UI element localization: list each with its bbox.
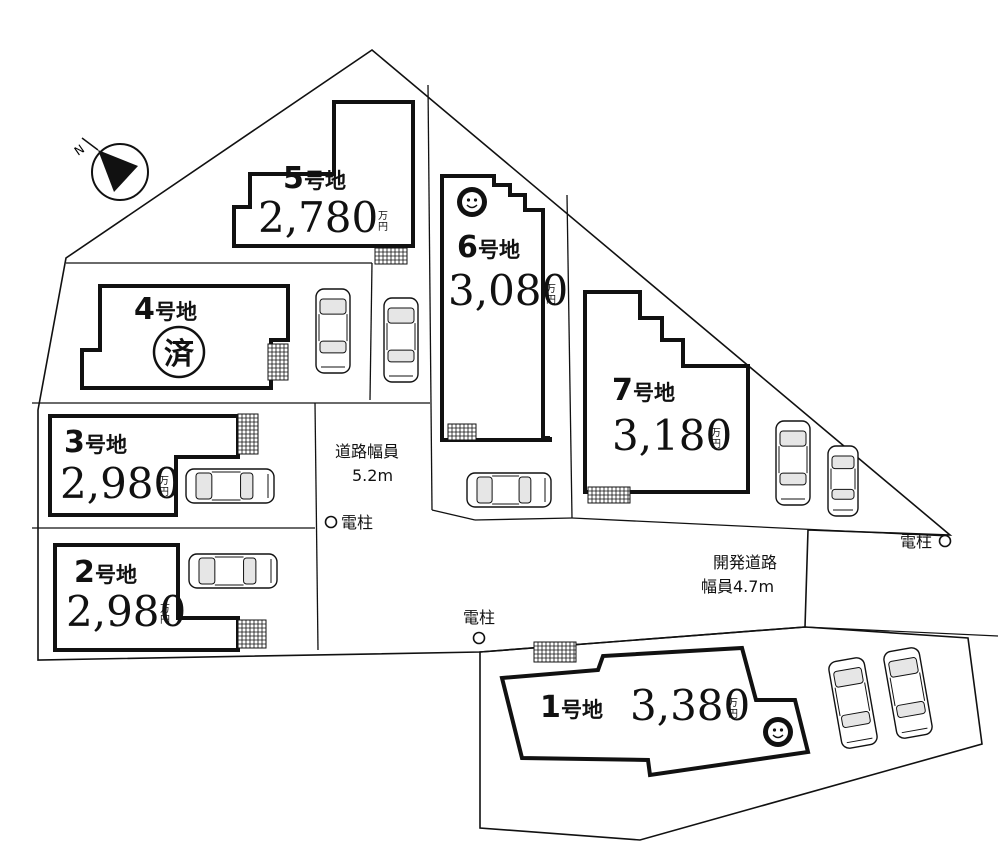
lot-4-sold-mark: 済 [164, 337, 195, 372]
site-outline [37, 48, 999, 841]
road-b-width: 幅員4.7m [701, 577, 774, 596]
lot-line-6-7-bottom [474, 517, 573, 521]
parking-grid-icon [447, 423, 477, 441]
parking-grid-icon [237, 413, 259, 455]
house-lot-5 [232, 100, 415, 248]
road-a-label: 道路幅員 5.2m [335, 442, 399, 485]
car-icon [828, 657, 878, 749]
utility-pole-2: 電柱 [463, 608, 495, 645]
lot-4-number: 4 [134, 292, 155, 327]
house-lot-7 [583, 290, 750, 494]
lot-5-label: 5 号地 2,780 万 円 [258, 161, 388, 242]
car-icon [466, 472, 552, 508]
parking-grid-icon [237, 619, 267, 649]
car-icon [383, 297, 419, 383]
utility-pole-icon [938, 534, 952, 548]
lot-4-suffix: 号地 [155, 300, 197, 324]
parking-grids [237, 247, 631, 663]
lot-6-price: 3,080 [448, 266, 568, 315]
lot-2-price: 2,980 [66, 587, 186, 636]
main-site-boundary [37, 48, 953, 661]
road-a-edge [314, 402, 319, 651]
lot-1-unit-man: 万 [728, 698, 738, 709]
lot-3-label: 3 号地 2,980 万 円 [60, 425, 180, 508]
lot-line-6-left [427, 84, 433, 511]
lot-7-label: 7 号地 3,180 万 円 [612, 373, 732, 460]
lot-divisions [32, 84, 949, 651]
house-lot-2 [53, 543, 240, 652]
parking-grid-icon [267, 343, 289, 381]
pole-2-label: 電柱 [463, 608, 495, 627]
lot-line-6-bottom [431, 509, 476, 521]
road-a-width: 5.2m [352, 466, 393, 485]
sold-stamp [152, 325, 206, 379]
car-icon [188, 553, 278, 589]
lot-5-suffix: 号地 [304, 169, 346, 193]
lot-3-suffix: 号地 [85, 433, 127, 457]
parking-grid-icon [374, 247, 408, 265]
north-label: N [72, 142, 87, 159]
north-arrow-icon: N [72, 137, 149, 201]
lot-3-unit-man: 万 [159, 476, 169, 487]
lot-7-unit-man: 万 [711, 428, 721, 439]
lot-3-price: 2,980 [60, 459, 180, 508]
lot-7-price: 3,180 [612, 411, 732, 460]
lot-1-suffix: 号地 [561, 698, 603, 722]
utility-pole-1: 電柱 [324, 513, 373, 532]
road-edge [804, 626, 999, 637]
lot-1-unit-yen: 円 [728, 709, 738, 720]
lot-6-number: 6 [457, 230, 478, 265]
lot-4-label: 4 号地 済 [134, 292, 206, 379]
lot-line-4-right [369, 262, 373, 401]
road-b-label: 開発道路 幅員4.7m [701, 553, 777, 596]
lot-6-suffix: 号地 [478, 238, 520, 262]
lot-line-7-left [566, 194, 573, 519]
lot-7-suffix: 号地 [633, 381, 675, 405]
car-icon [185, 468, 275, 504]
sun-badge-icon [763, 717, 793, 747]
lot-1-number: 1 [540, 690, 561, 725]
pole-3-label: 電柱 [900, 532, 932, 551]
utility-pole-icon [324, 515, 338, 529]
road-a-title: 道路幅員 [335, 442, 399, 461]
lot-5-number: 5 [283, 161, 304, 196]
sun-badge-icon [457, 187, 487, 217]
parking-grid-icon [533, 641, 577, 663]
utility-pole-3: 電柱 [900, 532, 952, 551]
lot-1-label: 1 号地 3,380 万 円 [540, 681, 750, 730]
lot-2-number: 2 [74, 555, 95, 590]
lot-6-label: 6 号地 3,080 万 円 [448, 230, 568, 315]
lot-5-unit-yen: 円 [378, 222, 388, 233]
house-lot-6 [440, 174, 552, 442]
pole-1-label: 電柱 [341, 513, 373, 532]
parking-grid-icon [587, 486, 631, 504]
lot-6-unit-man: 万 [546, 284, 556, 295]
road-b-title: 開発道路 [713, 553, 777, 572]
lot-6-unit-yen: 円 [546, 295, 556, 306]
lot-1-price: 3,380 [630, 681, 750, 730]
house-lot-1 [499, 645, 811, 778]
lot-5-price: 2,780 [258, 193, 378, 242]
lot-3-number: 3 [64, 425, 85, 460]
car-icon [775, 420, 811, 506]
lot-line-7-bottom [571, 517, 949, 537]
lot-2-unit-yen: 円 [160, 615, 170, 626]
lot-2-unit-man: 万 [160, 604, 170, 615]
houses [48, 100, 811, 778]
car-icon [315, 288, 351, 374]
lot-7-number: 7 [612, 373, 633, 408]
cars [185, 288, 933, 749]
lot-2-suffix: 号地 [95, 563, 137, 587]
lot-5-unit-man: 万 [378, 211, 388, 222]
lot-2-label: 2 号地 2,980 万 円 [66, 555, 186, 636]
lot-7-unit-yen: 円 [711, 439, 721, 450]
car-icon [827, 445, 859, 517]
utility-pole-icon [472, 631, 486, 645]
car-icon [883, 647, 933, 739]
lot-3-unit-yen: 円 [159, 487, 169, 498]
